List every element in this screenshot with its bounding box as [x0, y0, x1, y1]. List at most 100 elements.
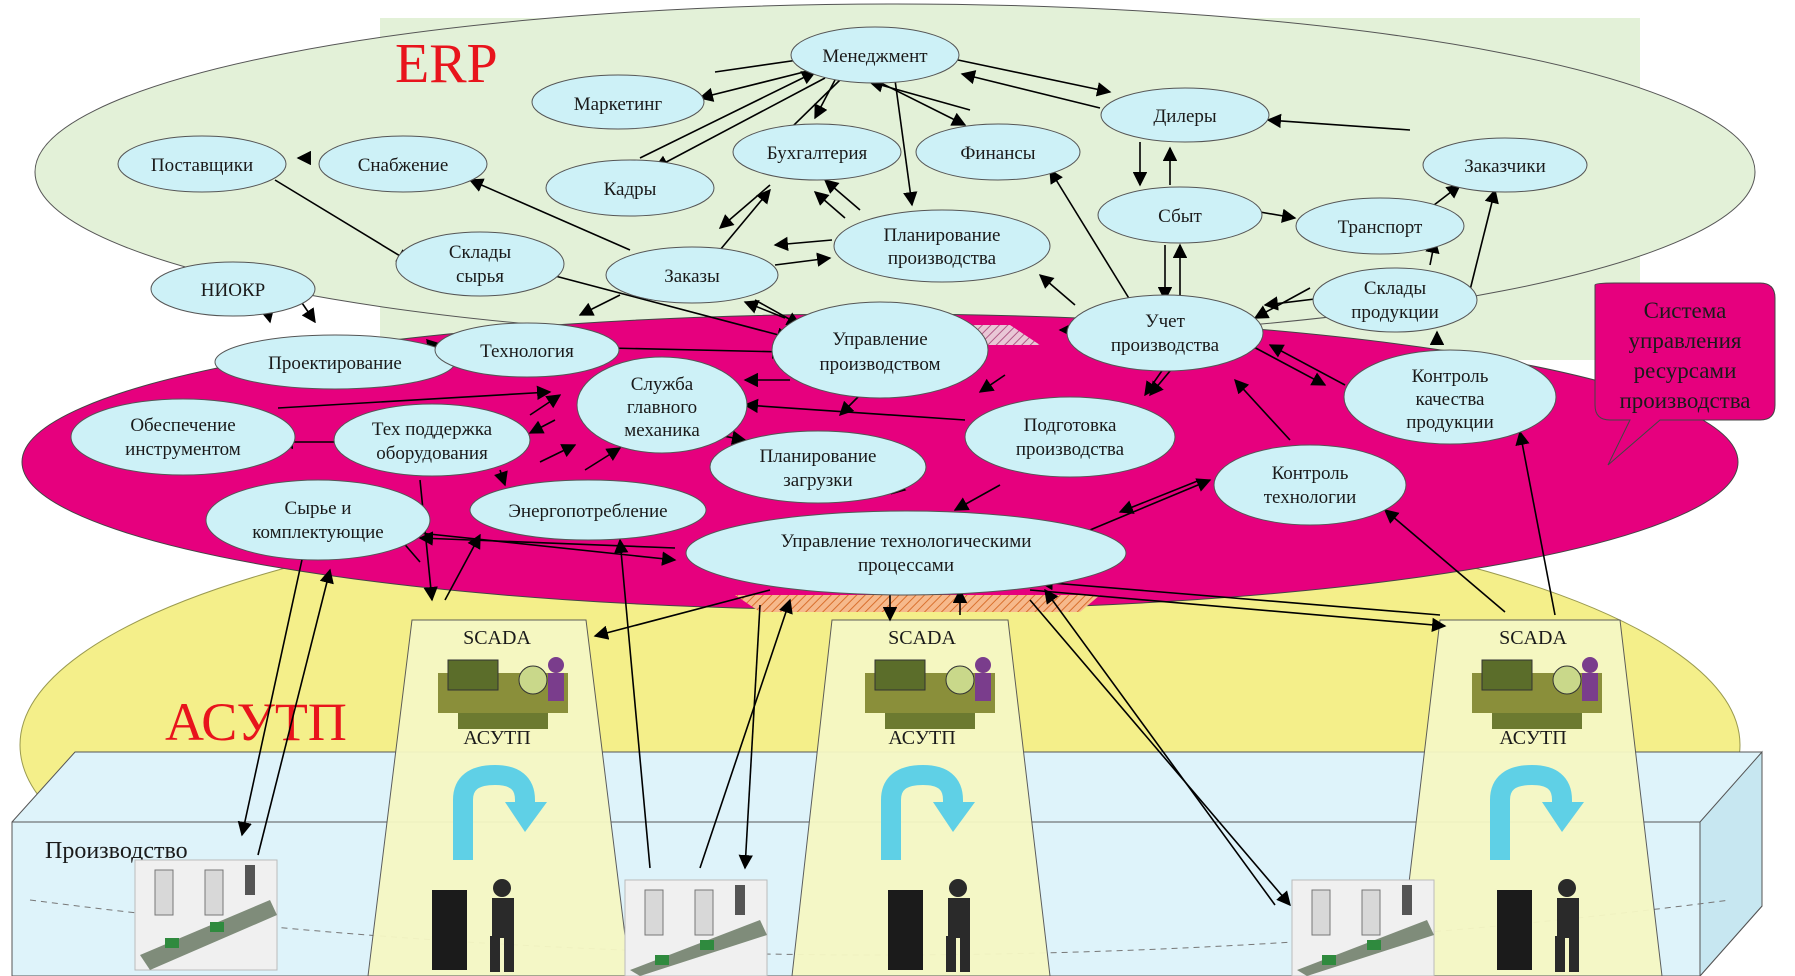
node-set: Менеджмент Маркетинг Дилеры Бухгалтерия … — [70, 26, 1588, 596]
node-quality-line-2: качества — [1416, 389, 1486, 410]
node-process-control-line-2: процессами — [858, 555, 954, 576]
node-prod-prep: Подготовка производства — [964, 396, 1176, 478]
node-supply: Снабжение — [318, 135, 488, 193]
operator-icon — [1497, 879, 1579, 972]
node-energy-label: Энергопотребление — [508, 501, 667, 522]
operator-console-icon — [865, 657, 995, 729]
production-robot-icon — [1291, 879, 1435, 976]
node-product-warehouse-line-1: Склады — [1364, 278, 1426, 299]
node-product-warehouse-line-2: продукции — [1351, 302, 1439, 323]
node-suppliers-label: Поставщики — [151, 155, 253, 176]
node-finance: Финансы — [915, 123, 1081, 181]
node-accounting: Бухгалтерия — [732, 123, 902, 181]
node-tooling-line-2: инструментом — [125, 439, 241, 460]
node-maintenance: Тех поддержка оборудования — [333, 403, 531, 477]
node-technology-label: Технология — [480, 341, 574, 362]
operator-console-icon — [438, 657, 568, 729]
node-load-planning-line-2: загрузки — [783, 470, 852, 491]
node-prod-prep-line-2: производства — [1016, 439, 1125, 460]
node-supply-label: Снабжение — [358, 155, 449, 176]
node-sales-label: Сбыт — [1158, 206, 1202, 227]
station-3-bottom: АСУТП — [1499, 727, 1566, 749]
node-raw-warehouse-line-1: Склады — [449, 242, 511, 263]
node-chief-mechanic-line-2: главного — [627, 397, 697, 418]
node-tech-control-line-1: Контроль — [1272, 463, 1349, 484]
callout-line-1: Система — [1644, 298, 1727, 323]
node-management-label: Менеджмент — [822, 46, 928, 67]
callout-line-2: управления — [1629, 328, 1742, 353]
node-technology: Технология — [434, 322, 620, 378]
node-prod-prep-line-1: Подготовка — [1024, 415, 1117, 436]
node-customers: Заказчики — [1422, 137, 1588, 193]
node-transport-label: Транспорт — [1338, 217, 1423, 238]
node-customers-label: Заказчики — [1464, 156, 1546, 177]
cycle-arrow-icon — [453, 764, 547, 860]
node-tooling: Обеспечение инструментом — [70, 398, 296, 476]
node-sales: Сбыт — [1097, 186, 1263, 244]
operator-console-icon — [1472, 657, 1602, 729]
node-raw-warehouse: Склады сырья — [395, 231, 565, 297]
station-3: SCADA АСУТП — [1397, 619, 1663, 976]
node-dealers: Дилеры — [1100, 87, 1270, 143]
station-2: SCADA АСУТП — [791, 619, 1051, 976]
node-marketing-label: Маркетинг — [574, 94, 663, 115]
node-niokr: НИОКР — [150, 261, 316, 317]
node-transport: Транспорт — [1295, 197, 1465, 255]
node-management: Менеджмент — [790, 26, 960, 84]
node-energy: Энергопотребление — [469, 479, 707, 541]
node-orders-label: Заказы — [664, 266, 720, 287]
connections — [237, 52, 1556, 907]
production-robot-icon — [624, 879, 768, 976]
node-maintenance-line-1: Тех поддержка — [372, 419, 493, 440]
node-accounting-label: Бухгалтерия — [767, 143, 868, 164]
node-planning-line-1: Планирование — [884, 225, 1001, 246]
callout-line-3: ресурсами — [1634, 358, 1737, 383]
node-raw-warehouse-line-2: сырья — [456, 266, 504, 287]
mrp-asutp-connector — [735, 595, 1100, 612]
node-chief-mechanic-line-3: механика — [624, 420, 700, 441]
node-niokr-label: НИОКР — [201, 280, 265, 301]
production-robot-icon — [134, 859, 278, 971]
node-chief-mechanic-line-1: Служба — [631, 374, 694, 395]
node-finance-label: Финансы — [960, 143, 1035, 164]
node-quality-line-1: Контроль — [1412, 366, 1489, 387]
erp-title: ERP — [395, 33, 498, 95]
node-quality-line-3: продукции — [1406, 412, 1494, 433]
node-tooling-line-1: Обеспечение — [130, 415, 235, 436]
station-3-top: SCADA — [1499, 627, 1567, 649]
station-2-top: SCADA — [888, 627, 956, 649]
node-load-planning: Планирование загрузки — [709, 430, 927, 504]
node-personnel: Кадры — [545, 159, 715, 217]
station-2-bottom: АСУТП — [888, 727, 955, 749]
node-design-label: Проектирование — [268, 353, 402, 374]
node-prod-management-line-1: Управление — [832, 329, 927, 350]
callout-line-4: производства — [1620, 388, 1751, 413]
node-planning-line-2: производства — [888, 248, 997, 269]
node-maintenance-line-2: оборудования — [376, 443, 488, 464]
cycle-arrow-icon — [881, 764, 975, 860]
node-dealers-label: Дилеры — [1153, 106, 1217, 127]
node-prod-management: Управление производством — [771, 301, 989, 399]
station-1-bottom: АСУТП — [463, 727, 530, 749]
node-raw-materials-line-1: Сырье и — [285, 498, 352, 519]
asutp-title: АСУТП — [165, 692, 347, 752]
node-load-planning-line-1: Планирование — [760, 446, 877, 467]
node-prod-accounting-line-1: Учет — [1145, 311, 1185, 332]
cycle-arrow-icon — [1490, 764, 1584, 860]
mrp-callout: Система управления ресурсами производств… — [1594, 282, 1776, 466]
node-design: Проектирование — [214, 334, 456, 390]
node-personnel-label: Кадры — [604, 179, 657, 200]
operator-icon — [432, 879, 514, 972]
node-orders: Заказы — [605, 246, 779, 304]
node-prod-management-line-2: производством — [819, 354, 940, 375]
station-1: SCADA АСУТП — [367, 619, 631, 976]
